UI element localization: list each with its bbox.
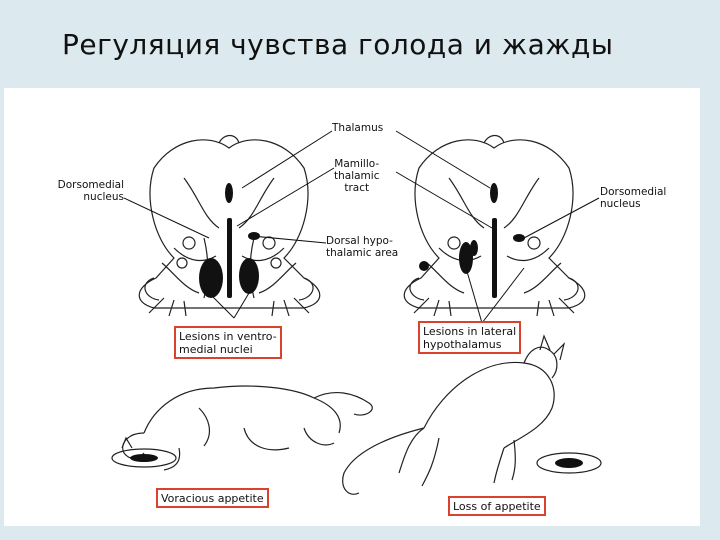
right-cat: [342, 334, 602, 495]
thalamus-label: Thalamus: [332, 122, 384, 134]
brain-and-cat-illustration: [111, 130, 602, 495]
dorsomedial-nucleus-left-label: Dorsomedial nucleus: [57, 179, 124, 203]
dorsomedial-nucleus-right-label: Dorsomedial nucleus: [600, 186, 667, 210]
loss-of-appetite-box: Loss of appetite: [448, 496, 546, 516]
figure-panel: Thalamus Mamillo- thalamic tract Dorsome…: [4, 88, 700, 526]
lesions-lateral-box: Lesions in lateral hypothalamus: [418, 321, 522, 354]
slide-title: Регуляция чувства голода и жажды: [62, 28, 614, 61]
left-cat: [111, 385, 373, 471]
voracious-appetite-box: Voracious appetite: [156, 488, 269, 508]
mamillothalamic-tract-label: Mamillo- thalamic tract: [334, 158, 380, 194]
dorsal-hypothalamic-area-label: Dorsal hypo- thalamic area: [326, 235, 399, 259]
lesions-ventromedial-box: Lesions in ventro- medial nuclei: [174, 326, 282, 359]
right-brain-section: [403, 134, 586, 317]
